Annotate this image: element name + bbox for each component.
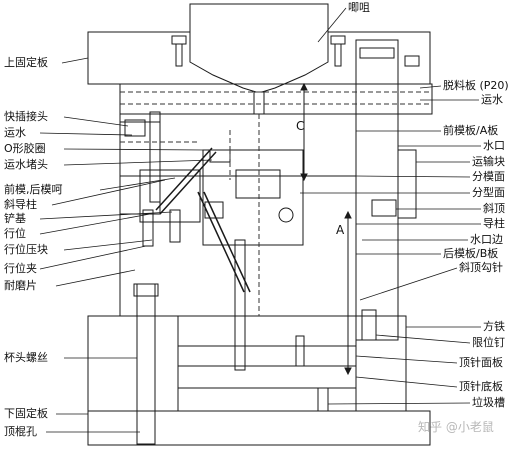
- label-parting-face: 分型面: [472, 186, 505, 199]
- label-ko-hole: 顶棍孔: [4, 425, 37, 438]
- leader-line: [359, 267, 458, 301]
- label-ejector-plate: 顶针底板: [459, 380, 503, 393]
- leader-line: [355, 175, 471, 178]
- label-ejector-retainer: 顶针面板: [459, 356, 503, 369]
- label-coolant-plug: 运水堵头: [4, 158, 48, 171]
- quick-coupling-shape: [124, 119, 146, 137]
- bottom-clamp-plate-shape: [87, 410, 431, 446]
- leader-line: [39, 213, 151, 235]
- label-top-clamp-plate: 上固定板: [4, 56, 48, 69]
- label-slide: 行位: [4, 227, 26, 240]
- ejector-plate-shape: [177, 365, 357, 389]
- label-socket-screw: 杯头螺丝: [4, 351, 48, 364]
- watermark: 知乎 @小老鼠: [418, 420, 494, 434]
- label-core-cavity: 前模,后模呵: [4, 183, 63, 196]
- leader-line: [55, 269, 136, 287]
- label-nozzle: 唧咀: [348, 1, 370, 14]
- cavity-plate-shape: [119, 113, 357, 177]
- leader-line: [51, 179, 166, 206]
- label-slide-retainer: 行位压块: [4, 243, 48, 256]
- leader-line: [63, 116, 129, 127]
- label-stripper-plate: 脱料板 (P20): [443, 79, 509, 92]
- label-coolant-left: 运水: [4, 126, 26, 139]
- label-slide-clip: 行位夹: [4, 262, 37, 275]
- leader-line: [355, 376, 458, 388]
- leader-line: [39, 245, 147, 270]
- transport-block-shape: [397, 149, 417, 219]
- leader-line: [39, 211, 173, 220]
- leader-line: [63, 239, 153, 251]
- label-wear-plate: 耐磨片: [4, 279, 37, 292]
- socket-screw-shape: [136, 283, 156, 445]
- label-bottom-clamp-plate: 下固定板: [4, 407, 48, 420]
- nozzle-shape: [189, 3, 329, 93]
- dim-a: A: [336, 223, 345, 237]
- leader-line: [63, 148, 206, 151]
- spacer-left: [87, 315, 179, 412]
- leader-line: [39, 132, 133, 136]
- label-quick-coupling: 快插接头: [4, 110, 48, 123]
- label-gate-edge: 水口边: [470, 233, 503, 246]
- leader-line: [375, 334, 471, 344]
- top-screws: [171, 35, 420, 67]
- leader-line: [317, 7, 347, 43]
- label-stop-pin: 限位钉: [472, 336, 505, 349]
- label-lifter-hook: 斜顶勾针: [459, 261, 503, 274]
- dim-c: C: [296, 119, 304, 133]
- leader-line: [327, 402, 471, 405]
- lifter-rod: [234, 239, 246, 371]
- ejector-retainer-shape: [177, 345, 357, 367]
- label-spacer: 方铁: [483, 320, 505, 333]
- label-lifter: 斜顶: [483, 202, 505, 215]
- label-parting-face-sub: 分模面: [472, 170, 505, 183]
- ejector-circle: [278, 207, 294, 223]
- label-gate: 水口: [483, 139, 505, 152]
- core-block-shape: [202, 149, 304, 246]
- leader-line: [61, 57, 89, 64]
- label-cavity-plate: 前模板/A板: [443, 124, 499, 137]
- leader-line: [99, 177, 176, 191]
- label-guide-pin: 导柱: [483, 217, 505, 230]
- guide-column-shape: [355, 39, 399, 341]
- label-coolant-top: 运水: [481, 93, 503, 106]
- label-trash-slot: 垃圾槽: [472, 396, 505, 409]
- stripper-plate-shape: [119, 83, 433, 115]
- leader-line: [63, 159, 213, 166]
- label-angle-pin: 斜导柱: [4, 198, 37, 211]
- leader-line: [355, 355, 458, 364]
- label-lock-block: 铲基: [4, 212, 26, 225]
- label-transport-block: 运输块: [472, 155, 505, 168]
- core-plate-shape: [119, 175, 357, 317]
- leader-line: [419, 85, 442, 89]
- label-core-plate: 后模板/B板: [443, 247, 499, 260]
- label-oring: O形胶圈: [4, 142, 46, 155]
